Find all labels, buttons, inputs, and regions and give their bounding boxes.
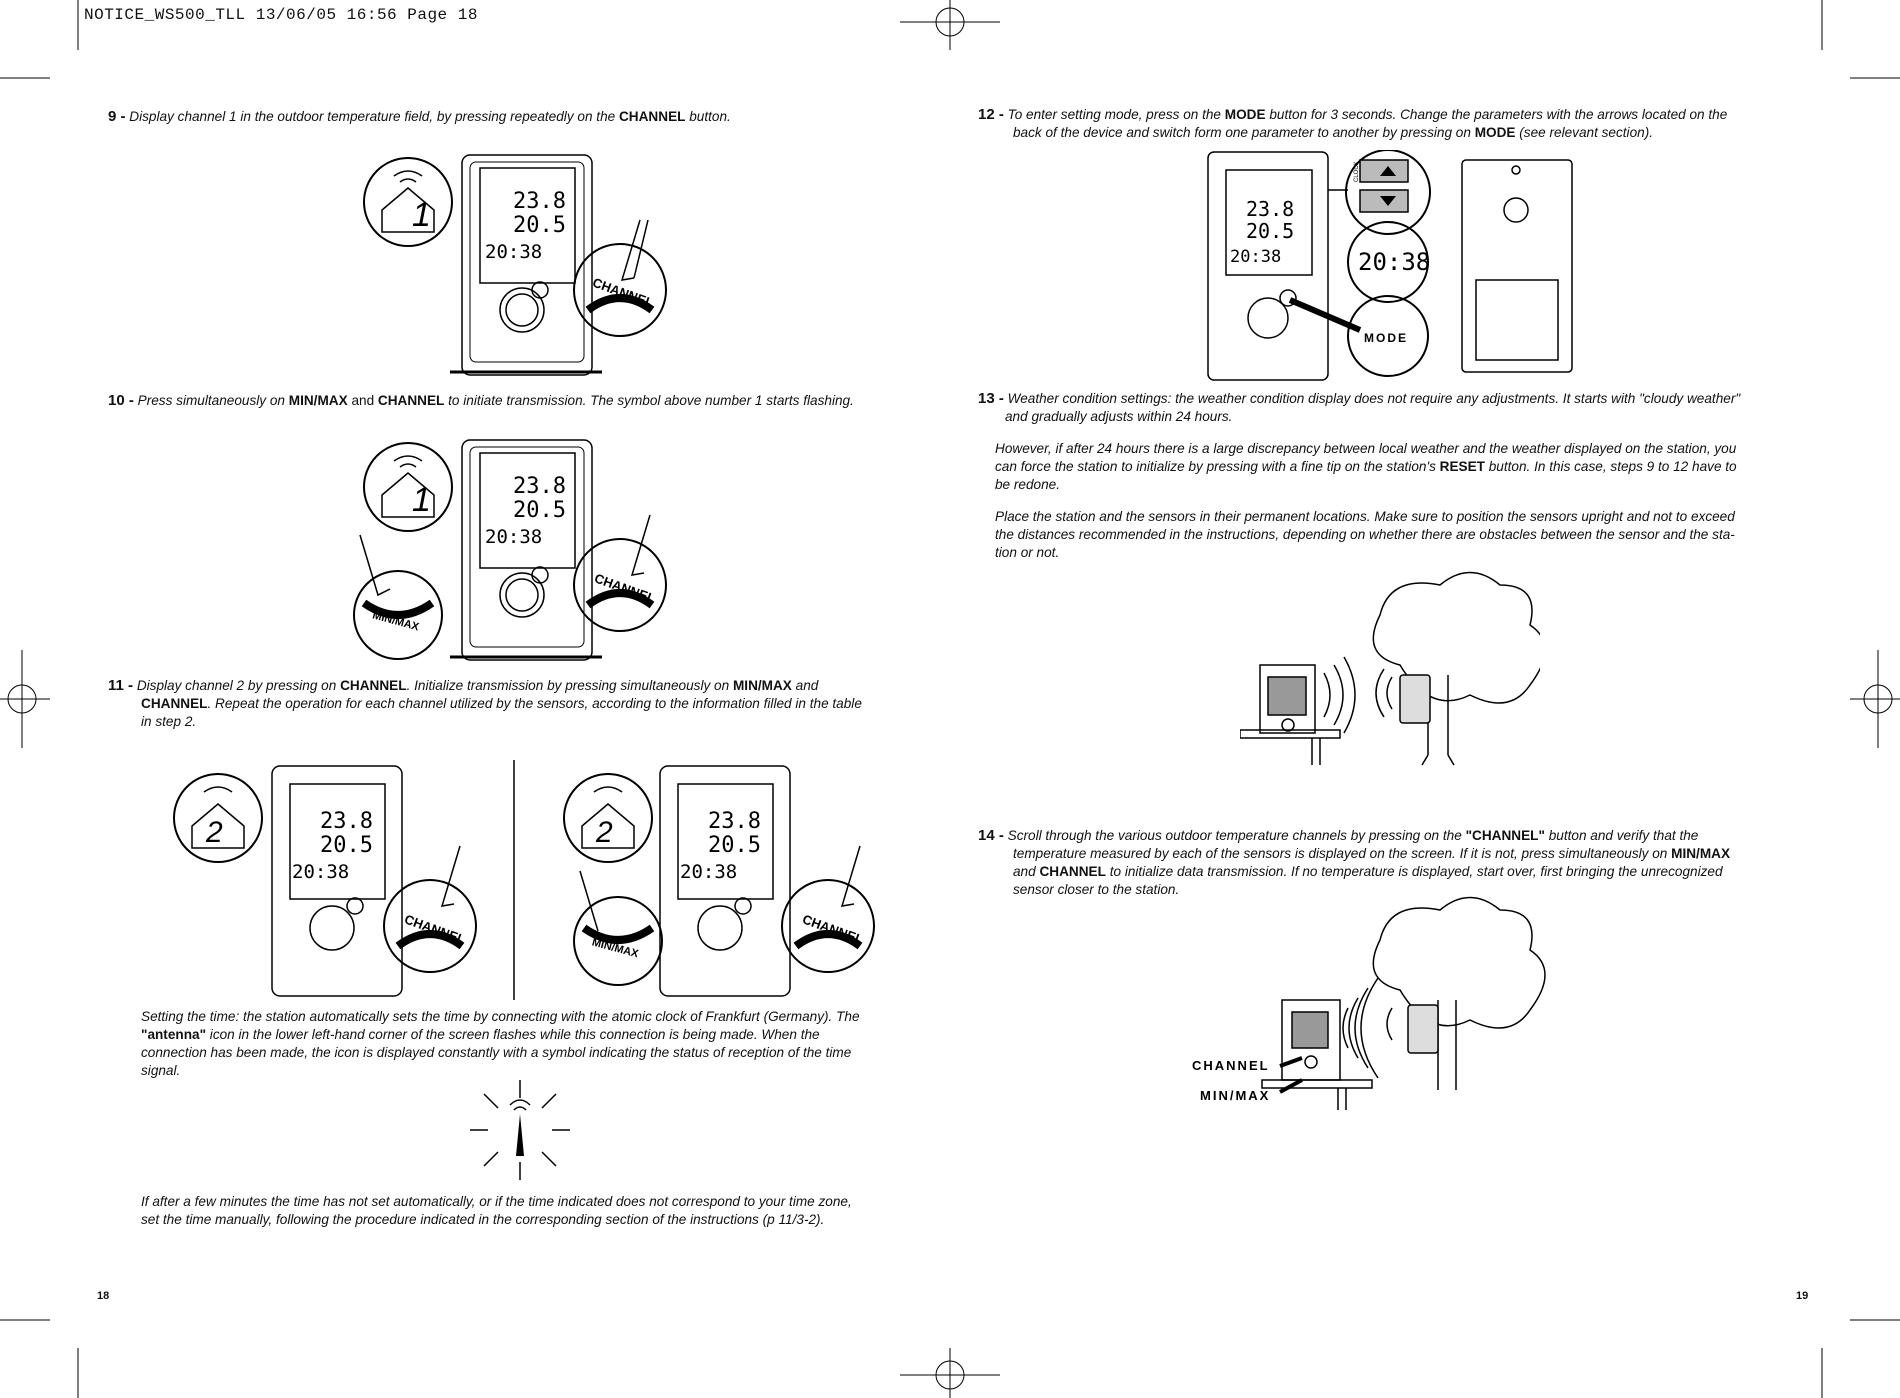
figure-placement <box>1240 571 1540 766</box>
step-13: 13 - Weather condition settings: the wea… <box>978 390 1741 424</box>
step-9: 9 - Display channel 1 in the outdoor tem… <box>108 108 731 125</box>
step-14: 14 - Scroll through the various outdoor … <box>978 827 1731 897</box>
antenna-icon <box>470 1080 570 1180</box>
channel-number: 2 <box>595 816 613 849</box>
temp-readout: 23.8 <box>1246 197 1294 221</box>
minmax-callout-label: MIN/MAX <box>1200 1088 1270 1103</box>
temp-readout: 23.8 <box>513 189 566 214</box>
time-readout: 20:38 <box>292 861 349 883</box>
paragraph-placement: Place the station and the sensors in the… <box>995 509 1735 560</box>
time-readout: 20:38 <box>1230 247 1281 267</box>
mode-button-label: MODE <box>1364 331 1408 345</box>
figure-channel-check: CHANNEL MIN/MAX <box>1192 896 1546 1110</box>
step-11: 11 - Display channel 2 by pressing on CH… <box>108 677 862 729</box>
page-number-right: 19 <box>1796 1290 1809 1302</box>
figure-step-12: 23.8 20.5 20:38 20:38 MODE CLOCK <box>1207 150 1573 381</box>
paragraph-reset: However, if after 24 hours there is a la… <box>995 441 1737 492</box>
step-10: 10 - Press simultaneously on MIN/MAX and… <box>108 392 854 409</box>
manual-time-paragraph: If after a few minutes the time has not … <box>141 1194 852 1227</box>
clock-label: CLOCK <box>1354 161 1360 182</box>
time-setting-paragraph: Setting the time: the station automatica… <box>141 1009 860 1078</box>
time-readout: 20:38 <box>485 241 542 263</box>
channel-number: 1 <box>412 481 431 519</box>
figure-step-11: 23.8 20.5 20:38 2 CHANNEL 23.8 20.5 20:3… <box>173 760 875 1000</box>
temp-readout: 20.5 <box>513 498 566 523</box>
time-readout: 20:38 <box>680 861 737 883</box>
channel-callout-label: CHANNEL <box>1192 1058 1270 1073</box>
time-readout: 20:38 <box>485 526 542 548</box>
temp-readout: 20.5 <box>708 833 761 858</box>
temp-readout: 20.5 <box>1246 219 1294 243</box>
channel-number: 1 <box>412 196 431 234</box>
figure-step-10: 23.8 20.5 20:38 1 MIN/MAX CHANNEL <box>353 439 667 661</box>
time-readout-zoom: 20:38 <box>1358 248 1430 276</box>
temp-readout: 23.8 <box>320 809 373 834</box>
temp-readout: 20.5 <box>320 833 373 858</box>
temp-readout: 20.5 <box>513 213 566 238</box>
step-12: 12 - To enter setting mode, press on the… <box>978 106 1728 140</box>
temp-readout: 23.8 <box>513 474 566 499</box>
channel-number: 2 <box>205 816 223 849</box>
print-slug: NOTICE_WS500_TLL 13/06/05 16:56 Page 18 <box>84 6 478 24</box>
page-number-left: 18 <box>97 1290 110 1302</box>
temp-readout: 23.8 <box>708 809 761 834</box>
figure-step-9: 23.8 20.5 20:38 1 CHANNEL <box>363 154 667 376</box>
